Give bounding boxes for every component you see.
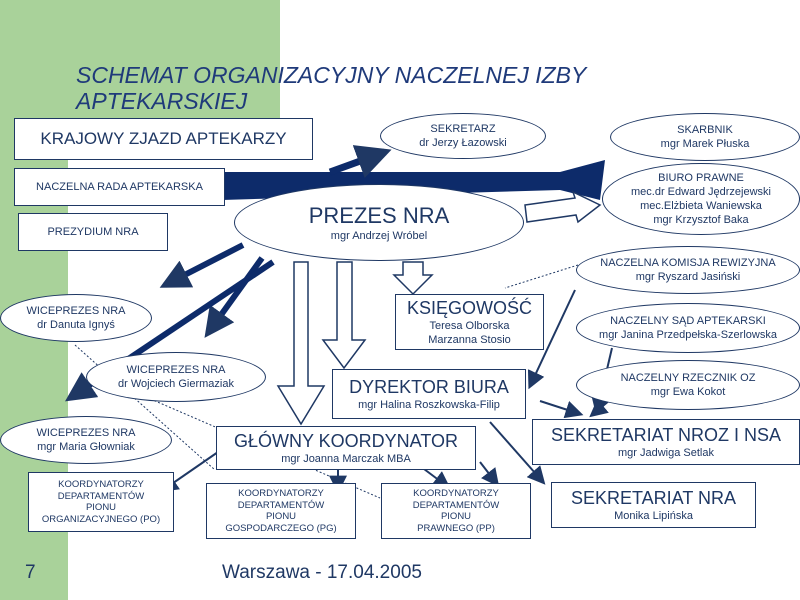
rzecznik-title: NACZELNY RZECZNIK OZ [620,372,756,384]
arrow-to-ksiegowosc [392,261,434,296]
dyrektor-title: DYREKTOR BIURA [349,377,509,397]
koord-po-line-1: KOORDYNATORZY [58,479,144,490]
arrow-dyrektor-nroz [539,400,584,419]
skarbnik-name: mgr Marek Płuska [660,138,750,150]
node-wiceprezes-1: WICEPREZES NRA dr Danuta Ignyś [0,294,152,342]
arrow-to-sekretarz [328,145,392,179]
arrow-to-wice1 [159,242,245,288]
node-wiceprezes-3: WICEPREZES NRA mgr Maria Głowniak [0,416,172,464]
page-number: 7 [25,562,36,583]
arrow-rzecznik-nroz [589,398,611,418]
wice3-title: WICEPREZES NRA [36,427,136,439]
prezes-title: PREZES NRA [308,202,450,228]
box-dyrektor-biura: DYREKTOR BIURA mgr Halina Roszkowska-Fil… [332,369,526,419]
arrow-to-wice2 [204,256,265,338]
ksiegowosc-name-1: Teresa Olborska [429,320,510,332]
arrow-to-koordynator [276,261,326,426]
box-koord-pg: KOORDYNATORZY DEPARTAMENTÓW PIONU GOSPOD… [206,483,356,539]
koord-pg-line-2: DEPARTAMENTÓW [237,499,325,511]
biuro-prawne-name-1: mec.dr Edward Jędrzejewski [631,186,771,198]
koord-pp-line-4: PRAWNEGO (PP) [417,522,495,534]
koord-po-line-3: PIONU [85,502,117,513]
sad-name: mgr Janina Przedpełska-Szerlowska [599,329,777,341]
arrow-dyrektor-nra [489,421,546,485]
dotted-wice [74,344,216,471]
sekretariat-nroz-name: mgr Jadwiga Setlak [618,447,714,459]
krajowy-zjazd-label: KRAJOWY ZJAZD APTEKARZY [40,129,287,148]
box-glowny-koordynator: GŁÓWNY KOORDYNATOR mgr Joanna Marczak MB… [216,426,476,470]
box-koord-pp: KOORDYNATORZY DEPARTAMENTÓW PIONU PRAWNE… [381,483,531,539]
sekretariat-nra-name: Monika Lipińska [614,510,693,522]
arrow-to-dyrektor [321,261,367,370]
node-prezes: PREZES NRA mgr Andrzej Wróbel [234,184,524,261]
arrow-koord-nra [479,461,500,487]
koord-pg-line-4: GOSPODARCZEGO (PG) [225,522,337,534]
prezes-name: mgr Andrzej Wróbel [330,229,428,242]
komisja-name: mgr Ryszard Jasiński [635,271,741,283]
biuro-prawne-title: BIURO PRAWNE [658,172,744,184]
arrow-komisja-dyrektor [527,289,576,390]
ksiegowosc-title: KSIĘGOWOŚĆ [406,298,532,318]
koord-pp-line-2: DEPARTAMENTÓW [412,499,500,511]
biuro-prawne-name-2: mec.Elżbieta Waniewska [640,200,762,212]
wice1-name: dr Danuta Ignyś [37,319,115,331]
dyrektor-name: mgr Halina Roszkowska-Filip [358,399,500,411]
node-wiceprezes-2: WICEPREZES NRA dr Wojciech Giermaziak [86,352,266,402]
slide-title: SCHEMAT ORGANIZACYJNY NACZELNEJ IZBY APT… [76,62,586,114]
box-krajowy-zjazd: KRAJOWY ZJAZD APTEKARZY [14,118,313,160]
node-sekretarz: SEKRETARZ dr Jerzy Łazowski [380,113,546,159]
node-biuro-prawne: BIURO PRAWNE mec.dr Edward Jędrzejewski … [602,163,800,235]
skarbnik-title: SKARBNIK [677,124,733,136]
sekretarz-name: dr Jerzy Łazowski [419,137,507,149]
sad-title: NACZELNY SĄD APTEKARSKI [610,315,766,327]
wice2-name: dr Wojciech Giermaziak [118,378,234,390]
dotted-komisja [504,264,579,289]
sekretariat-nra-title: SEKRETARIAT NRA [570,488,737,508]
ksiegowosc-name-2: Marzanna Stosio [428,334,511,346]
sekretariat-nroz-title: SEKRETARIAT NROZ I NSA [550,425,782,445]
node-komisja-rewizyjna: NACZELNA KOMISJA REWIZYJNA mgr Ryszard J… [576,246,800,294]
koordynator-name: mgr Joanna Marczak MBA [281,453,411,465]
box-ksiegowosc: KSIĘGOWOŚĆ Teresa Olborska Marzanna Stos… [395,294,544,350]
koord-po-line-2: DEPARTAMENTÓW [57,490,145,502]
box-prezydium: PREZYDIUM NRA [18,213,168,251]
footer-date: Warszawa - 17.04.2005 [222,562,422,583]
box-koord-po: KOORDYNATORZY DEPARTAMENTÓW PIONU ORGANI… [28,472,174,532]
koord-pg-line-3: PIONU [265,511,297,522]
box-sekretariat-nroz: SEKRETARIAT NROZ I NSA mgr Jadwiga Setla… [532,419,800,465]
biuro-prawne-name-3: mgr Krzysztof Baka [653,214,749,226]
box-naczelna-rada: NACZELNA RADA APTEKARSKA [14,168,225,206]
koord-pp-line-3: PIONU [440,511,472,522]
node-skarbnik: SKARBNIK mgr Marek Płuska [610,113,800,161]
node-rzecznik: NACZELNY RZECZNIK OZ mgr Ewa Kokot [576,360,800,410]
naczelna-rada-label: NACZELNA RADA APTEKARSKA [36,181,203,193]
rzecznik-name: mgr Ewa Kokot [650,386,726,398]
arrow-to-biuro [524,190,602,224]
wice2-title: WICEPREZES NRA [126,364,226,376]
koord-pp-line-1: KOORDYNATORZY [413,488,499,499]
wice1-title: WICEPREZES NRA [26,305,126,317]
sekretarz-title: SEKRETARZ [430,123,496,135]
koordynator-title: GŁÓWNY KOORDYNATOR [233,431,459,451]
koord-pg-line-1: KOORDYNATORZY [238,488,324,499]
prezydium-label: PREZYDIUM NRA [47,226,139,238]
node-sad-aptekarski: NACZELNY SĄD APTEKARSKI mgr Janina Przed… [576,303,800,353]
box-sekretariat-nra: SEKRETARIAT NRA Monika Lipińska [551,482,756,528]
wice3-name: mgr Maria Głowniak [37,441,135,453]
koord-po-line-4: ORGANIZACYJNEGO (PO) [41,513,161,525]
komisja-title: NACZELNA KOMISJA REWIZYJNA [600,257,776,269]
